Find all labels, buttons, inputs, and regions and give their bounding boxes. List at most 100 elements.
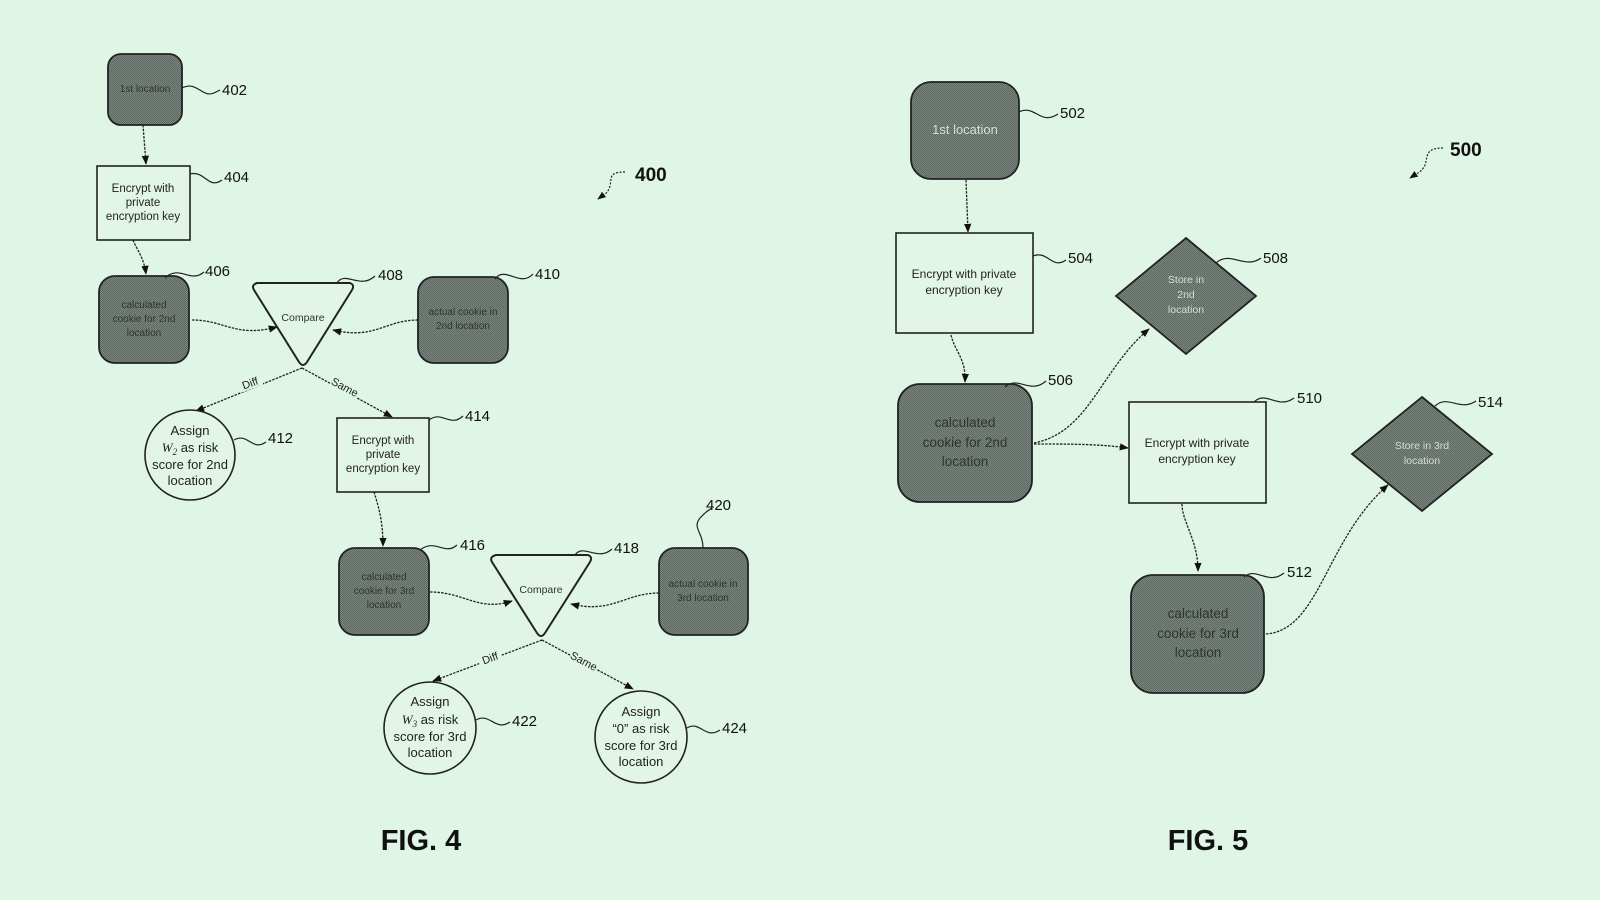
node-502-first-location[interactable]: 1st location 502 bbox=[910, 81, 1085, 180]
edge-418-422 bbox=[432, 639, 543, 682]
edge-408-414 bbox=[301, 367, 393, 418]
svg-text:Compare: Compare bbox=[519, 584, 562, 596]
svg-text:2nd: 2nd bbox=[1177, 289, 1195, 301]
node-504-encrypt[interactable]: Encrypt with private encryption key 504 bbox=[895, 232, 1093, 334]
svg-text:Assign: Assign bbox=[621, 704, 660, 719]
ref-510: 510 bbox=[1297, 390, 1322, 407]
svg-text:Encrypt with private: Encrypt with private bbox=[912, 267, 1017, 281]
svg-text:calculated: calculated bbox=[121, 300, 166, 311]
node-420-actual-cookie-3rd[interactable]: actual cookie in 3rd location 420 bbox=[658, 497, 749, 636]
ref-506: 506 bbox=[1048, 372, 1073, 389]
ref-504: 504 bbox=[1068, 250, 1093, 267]
node-512-calculated-cookie-3rd[interactable]: calculated cookie for 3rd location 512 bbox=[1130, 564, 1312, 694]
node-416-calculated-cookie-3rd[interactable]: calculated cookie for 3rd location 416 bbox=[338, 537, 485, 636]
edge-504-506 bbox=[950, 334, 969, 383]
edge-506-508 bbox=[1033, 328, 1150, 444]
edge-420-418 bbox=[570, 592, 660, 610]
svg-text:Compare: Compare bbox=[281, 312, 324, 324]
edge-404-406 bbox=[132, 239, 149, 275]
ref-502: 502 bbox=[1060, 105, 1085, 122]
node-414-encrypt[interactable]: Encrypt with private encryption key 414 bbox=[336, 408, 490, 493]
svg-text:cookie for 2nd: cookie for 2nd bbox=[923, 435, 1008, 450]
svg-text:encryption key: encryption key bbox=[106, 211, 180, 223]
svg-text:score for 3rd: score for 3rd bbox=[605, 738, 678, 753]
edge-506-510 bbox=[1033, 443, 1129, 451]
node-404-encrypt[interactable]: Encrypt with private encryption key 404 bbox=[96, 165, 249, 241]
svg-text:encryption key: encryption key bbox=[346, 463, 420, 475]
edge-label-same-418: Same bbox=[568, 650, 599, 674]
svg-text:2nd location: 2nd location bbox=[436, 321, 490, 332]
edge-label-diff-418: Diff bbox=[481, 650, 501, 667]
svg-text:score for 3rd: score for 3rd bbox=[394, 729, 467, 744]
node-410-actual-cookie-2nd[interactable]: actual cookie in 2nd location 410 bbox=[417, 266, 560, 364]
node-506-calculated-cookie-2nd[interactable]: calculated cookie for 2nd location 506 bbox=[897, 372, 1073, 503]
edge-414-416 bbox=[373, 491, 387, 547]
edge-416-418 bbox=[429, 591, 513, 607]
svg-text:private: private bbox=[126, 197, 161, 209]
edge-410-408 bbox=[332, 319, 419, 336]
node-422-assign-w3[interactable]: Assign W3 as risk score for 3rd location… bbox=[383, 681, 537, 775]
svg-text:actual cookie in: actual cookie in bbox=[429, 307, 498, 318]
svg-text:Assign: Assign bbox=[170, 423, 209, 438]
edge-406-408 bbox=[191, 319, 278, 333]
svg-text:encryption key: encryption key bbox=[1158, 452, 1235, 466]
ref-422: 422 bbox=[512, 713, 537, 730]
ref-406: 406 bbox=[205, 263, 230, 280]
fig4-ref: 400 bbox=[635, 165, 667, 186]
svg-text:cookie for 3rd: cookie for 3rd bbox=[1157, 626, 1239, 641]
edge-512-514 bbox=[1265, 484, 1389, 635]
figure-5: 500 1st location 502 Encrypt with privat… bbox=[895, 81, 1503, 857]
svg-text:location: location bbox=[619, 754, 664, 769]
svg-text:location: location bbox=[1168, 304, 1204, 316]
node-406-calculated-cookie-2nd[interactable]: calculated cookie for 2nd location 406 bbox=[98, 263, 230, 364]
svg-text:location: location bbox=[408, 745, 453, 760]
svg-text:Store in 3rd: Store in 3rd bbox=[1395, 440, 1449, 452]
svg-text:W2 as risk: W2 as risk bbox=[162, 440, 219, 457]
fig4-caption: FIG. 4 bbox=[381, 825, 462, 857]
node-412-assign-w2[interactable]: Assign W2 as risk score for 2nd location… bbox=[144, 409, 293, 501]
node-514-store-3rd[interactable]: Store in 3rd location 514 bbox=[1350, 394, 1503, 513]
fig5-ref: 500 bbox=[1450, 140, 1482, 161]
ref-512: 512 bbox=[1287, 564, 1312, 581]
svg-text:calculated: calculated bbox=[935, 415, 996, 430]
svg-text:Encrypt with private: Encrypt with private bbox=[1145, 436, 1250, 450]
edge-418-424 bbox=[541, 639, 634, 690]
svg-text:Encrypt with: Encrypt with bbox=[352, 435, 415, 447]
fig4-ref-label: 400 bbox=[597, 165, 667, 200]
edge-label-diff-408: Diff bbox=[241, 375, 261, 392]
svg-text:actual cookie in: actual cookie in bbox=[669, 579, 738, 590]
ref-418: 418 bbox=[614, 540, 639, 557]
svg-text:Encrypt with: Encrypt with bbox=[112, 183, 175, 195]
ref-416: 416 bbox=[460, 537, 485, 554]
node-510-encrypt[interactable]: Encrypt with private encryption key 510 bbox=[1128, 390, 1322, 504]
svg-text:1st location: 1st location bbox=[120, 84, 171, 95]
svg-text:W3 as risk: W3 as risk bbox=[402, 712, 459, 729]
node-418-compare[interactable]: Compare 418 bbox=[490, 540, 639, 637]
ref-424: 424 bbox=[722, 720, 747, 737]
svg-text:cookie for 2nd: cookie for 2nd bbox=[113, 314, 176, 325]
fig5-caption: FIG. 5 bbox=[1168, 825, 1249, 857]
node-402-first-location[interactable]: 1st location 402 bbox=[107, 53, 247, 126]
ref-410: 410 bbox=[535, 266, 560, 283]
ref-412: 412 bbox=[268, 430, 293, 447]
svg-text:location: location bbox=[942, 454, 989, 469]
ref-514: 514 bbox=[1478, 394, 1503, 411]
svg-text:1st location: 1st location bbox=[932, 122, 998, 137]
ref-414: 414 bbox=[465, 408, 490, 425]
node-408-compare[interactable]: Compare 408 bbox=[252, 267, 403, 366]
ref-408: 408 bbox=[378, 267, 403, 284]
edge-402-404 bbox=[141, 124, 150, 165]
svg-text:encryption key: encryption key bbox=[925, 283, 1002, 297]
svg-text:location: location bbox=[367, 600, 401, 611]
node-424-assign-zero[interactable]: Assign “0” as risk score for 3rd locatio… bbox=[594, 690, 747, 784]
node-508-store-2nd[interactable]: Store in 2nd location 508 bbox=[1114, 236, 1288, 356]
edge-502-504 bbox=[964, 179, 972, 233]
ref-420: 420 bbox=[706, 497, 731, 514]
svg-text:3rd location: 3rd location bbox=[677, 593, 729, 604]
svg-text:cookie for 3rd: cookie for 3rd bbox=[354, 586, 415, 597]
svg-text:calculated: calculated bbox=[1168, 606, 1229, 621]
fig5-ref-label: 500 bbox=[1409, 140, 1482, 179]
edge-510-512 bbox=[1181, 503, 1202, 572]
svg-text:calculated: calculated bbox=[361, 572, 406, 583]
